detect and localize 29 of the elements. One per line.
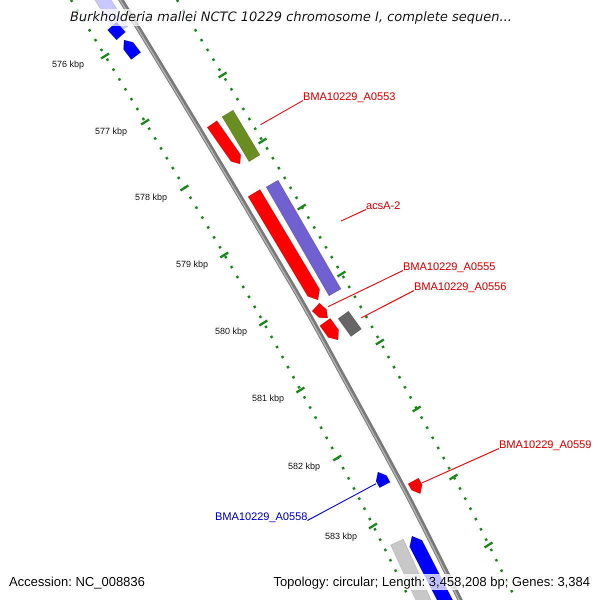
gene-feature bbox=[222, 110, 261, 162]
gene-label: BMA10229_A0556 bbox=[414, 281, 506, 294]
scale-label: 576 kbp bbox=[52, 59, 84, 70]
topology-text: Topology: circular; Length: 3,458,208 bp; Genes: 3,384 bbox=[273, 574, 590, 590]
gene-label: acsA-2 bbox=[366, 200, 400, 213]
gene-feature bbox=[312, 302, 328, 318]
scale-label: 583 kbp bbox=[325, 531, 358, 542]
scale-label: 579 kbp bbox=[176, 259, 208, 270]
scale-label: 578 kbp bbox=[135, 192, 168, 203]
gene-feature bbox=[338, 311, 362, 337]
gene-feature bbox=[266, 180, 342, 296]
scale-label: 582 kbp bbox=[288, 461, 320, 472]
leader-line bbox=[340, 209, 366, 222]
title: Burkholderia mallei NCTC 10229 chromosome I, complete sequen... bbox=[70, 9, 512, 26]
leader-line bbox=[421, 448, 500, 484]
accession-text: Accession: NC_008836 bbox=[9, 574, 145, 590]
scale-label: 580 kbp bbox=[215, 326, 248, 337]
leader-line bbox=[328, 270, 404, 308]
gene-label: BMA10229_A0559 bbox=[499, 439, 592, 452]
scale-label: 581 kbp bbox=[252, 393, 284, 404]
leader-line bbox=[306, 483, 377, 521]
leader-line bbox=[360, 290, 414, 318]
gene-feature bbox=[408, 478, 422, 494]
leader-line bbox=[260, 100, 304, 126]
gene-feature bbox=[376, 472, 390, 488]
scale-label: 577 kbp bbox=[95, 126, 128, 137]
gene-label: BMA10229_A0555 bbox=[403, 261, 496, 274]
gene-label: BMA10229_A0558 bbox=[215, 511, 308, 524]
gene-label: BMA10229_A0553 bbox=[303, 91, 396, 104]
